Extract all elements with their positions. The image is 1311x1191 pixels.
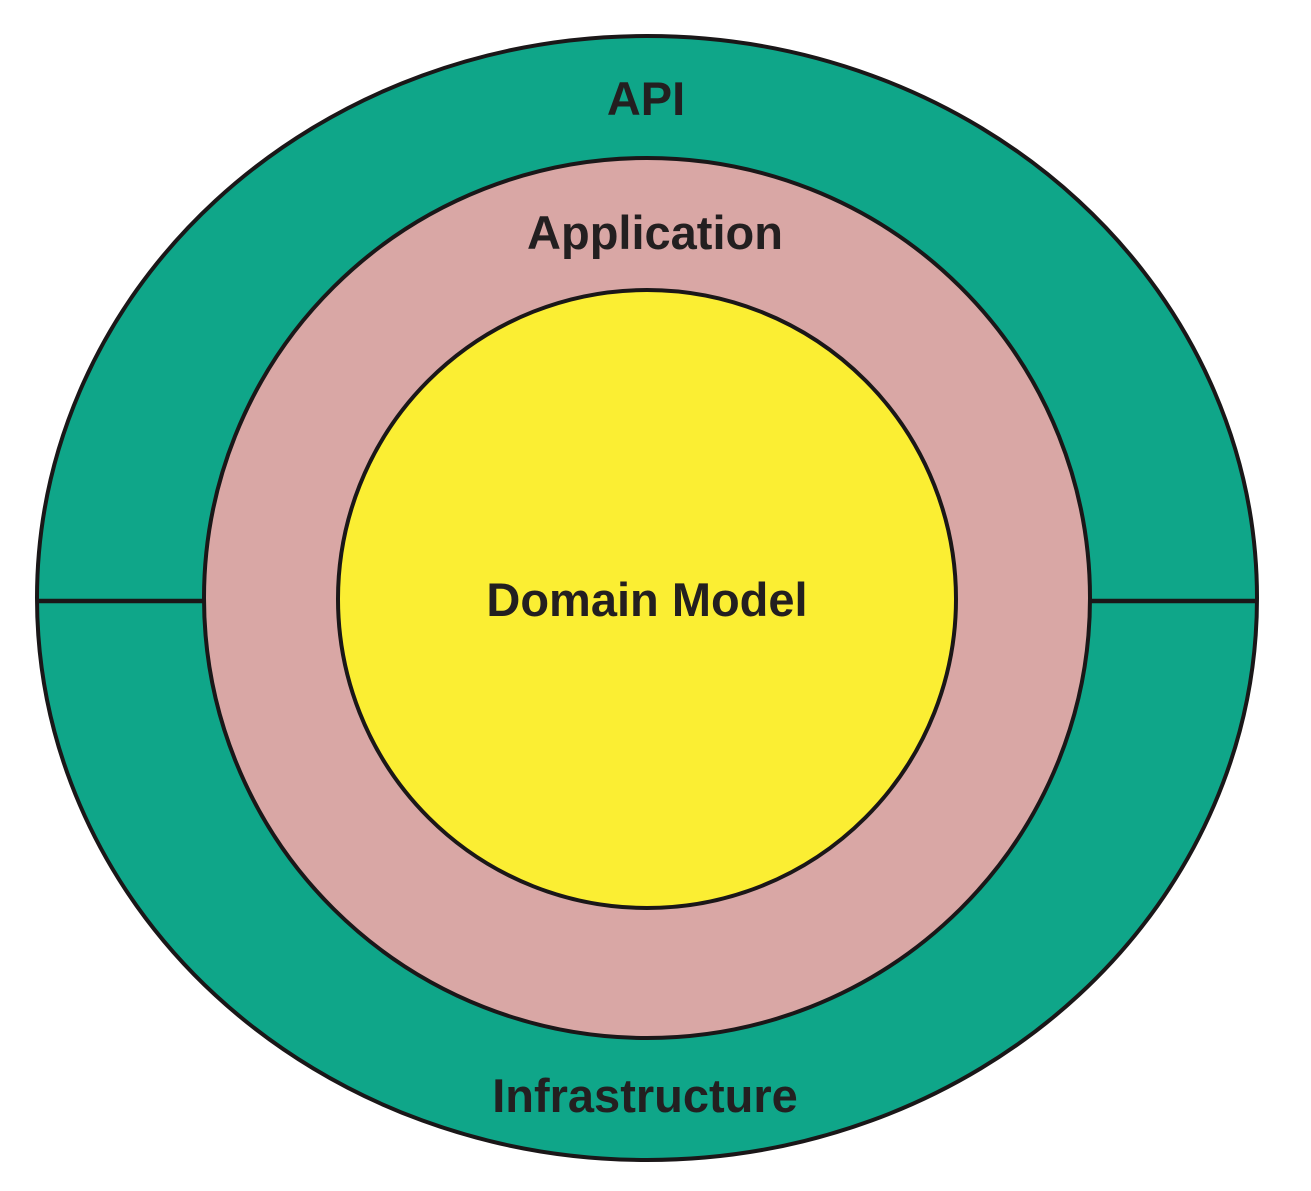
- application-label: Application: [527, 206, 783, 259]
- api-label: API: [607, 72, 685, 125]
- infrastructure-label: Infrastructure: [492, 1069, 798, 1122]
- domain-model-circle: [336, 288, 958, 910]
- domain-model-label: Domain Model: [486, 573, 807, 626]
